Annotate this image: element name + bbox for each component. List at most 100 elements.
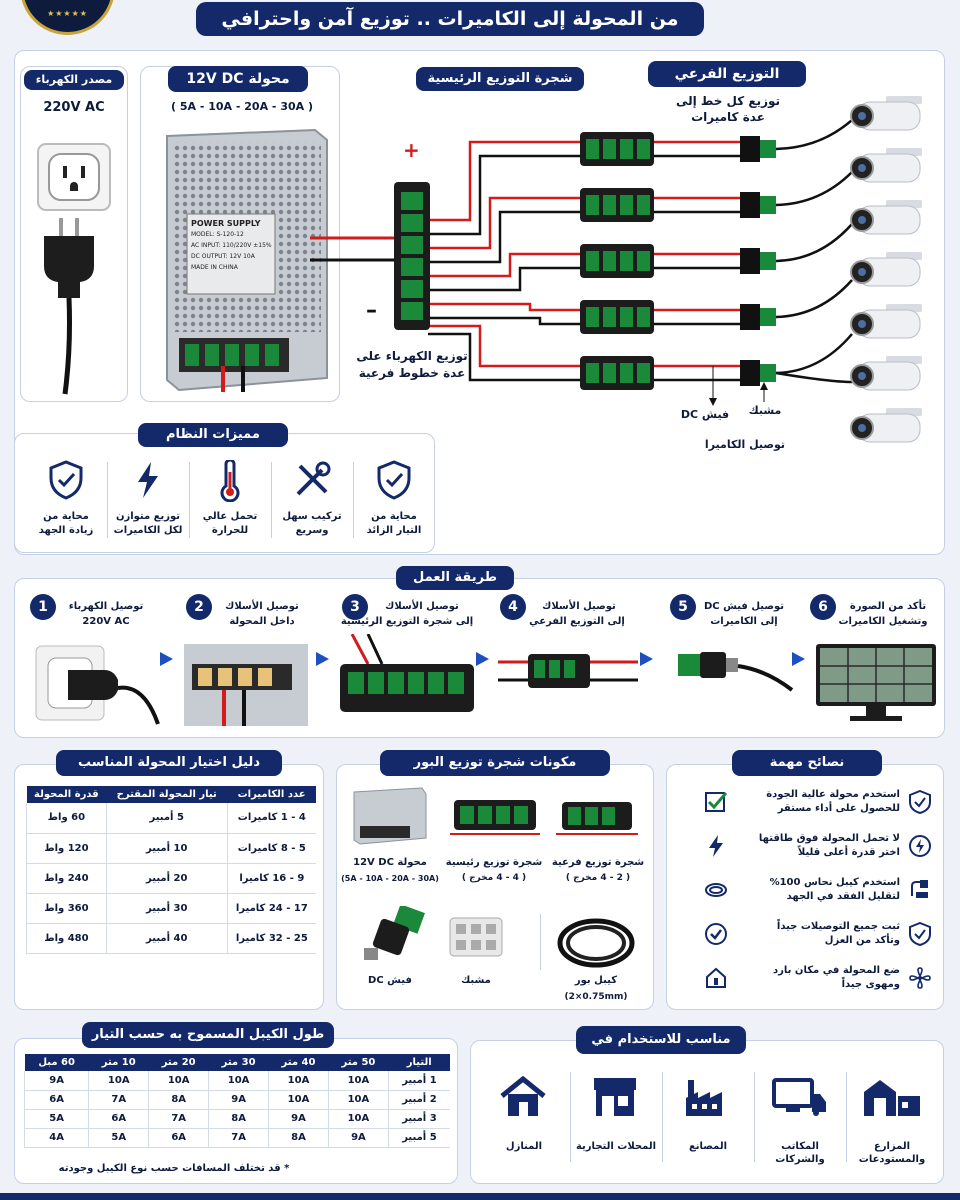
feature-item: تحمل عالي للحرارة: [190, 458, 270, 544]
dc-plug-image: [678, 652, 794, 692]
step-line: داخل المحولة: [229, 616, 295, 627]
component-psu-name: محولة 12V DC: [353, 857, 427, 868]
table-cell: 9 - 16 كاميرا: [226, 863, 316, 894]
table-cell: 10A: [327, 1071, 389, 1091]
table-cell: 5 أمبير: [387, 1128, 450, 1148]
psu-terminals-image: [184, 644, 308, 726]
table-cell: 17 - 24 كاميرا: [226, 893, 316, 924]
table-cell: 8A: [268, 1128, 329, 1148]
component-main-tree-name: شجرة توزيع رئيسية: [445, 857, 543, 868]
cable-header: 30 متر: [208, 1054, 269, 1071]
usage-divider: [662, 1072, 663, 1162]
tip-line: وتأكد من العزل: [824, 935, 900, 946]
psu-label-line: DC OUTPUT: 12V 10A: [191, 253, 255, 260]
component-dc-plug-image: [364, 906, 425, 960]
guide-header: تيار المحولة المقترح: [106, 786, 228, 803]
bottom-bar: [0, 1193, 960, 1200]
usage-item: المكاتب والشركات: [756, 1068, 844, 1174]
step-line: وتشغيل الكاميرات: [838, 616, 928, 627]
cctv-cameras: [850, 96, 923, 443]
psu-ratings: ( 5A - 10A - 20A - 30A ): [170, 100, 314, 113]
main-tree-title: شجرة التوزيع الرئيسية: [416, 67, 584, 91]
table-cell: 10A: [268, 1090, 329, 1110]
tip-line: استخدم كيبل نحاس 100%: [769, 877, 900, 888]
table-cell: 10A: [148, 1071, 209, 1091]
feature-line: زيادة الجهد: [38, 525, 94, 536]
cable-header: 10 متر: [88, 1054, 149, 1071]
branch-caption: توزيع كل خط إلى عدة كاميرات: [668, 93, 788, 125]
table-cell: 8A: [148, 1090, 209, 1110]
cable-header: 40 متر: [268, 1054, 329, 1071]
page-title: من المحولة إلى الكاميرات .. توزيع آمن وا…: [196, 2, 704, 36]
main-tree-caption: توزيع الكهرباء على عدة خطوط فرعية: [352, 348, 472, 382]
features-panel: [14, 433, 435, 553]
component-main-tree-image: [450, 800, 540, 835]
step-number: 6: [810, 594, 836, 620]
component-dc-plug-name: فيش DC: [368, 975, 412, 986]
feature-line: تحمل عالي: [202, 511, 258, 522]
table-cell: 1 أمبير: [387, 1071, 450, 1091]
cable-header: التيار: [388, 1054, 450, 1071]
components-title: مكونات شجرة توزيع البور: [380, 750, 610, 776]
tips-title: نصائح مهمة: [732, 750, 882, 776]
table-cell: 6A: [148, 1128, 209, 1148]
component-cable-spec: (2×0.75mm): [564, 992, 628, 1002]
cable-coil-icon: [705, 883, 727, 897]
table-cell: 240 واط: [26, 863, 107, 894]
dc-plug-callout: فيش DC: [680, 408, 730, 421]
table-cell: 5A: [23, 1109, 89, 1129]
psu-guide-table: عدد الكاميرات تيار المحولة المقترح قدرة …: [26, 786, 316, 954]
tip-line: ثبت جميع التوصيلات جيداً: [776, 921, 900, 932]
step-arrow: [160, 652, 173, 666]
lightning-icon: [138, 462, 158, 498]
store-icon: [594, 1078, 636, 1116]
table-cell: 9A: [268, 1109, 329, 1129]
minus-sign: –: [366, 298, 377, 323]
table-cell: 7A: [88, 1090, 149, 1110]
table-cell: 10 أمبير: [105, 833, 228, 864]
main-tree-caption-line: عدة خطوط فرعية: [358, 366, 466, 380]
features-row: محاية من زيادة الجهد توزيع متوازن لكل ال…: [26, 458, 426, 544]
feature-divider: [189, 462, 190, 538]
usage-item: المصانع: [664, 1068, 752, 1174]
feature-divider: [107, 462, 108, 538]
temperature-house-icon: [706, 967, 726, 988]
tip-line: استخدم محولة عالية الجودة: [766, 789, 900, 800]
tip-item: ثبت جميع التوصيلات جيداً وتأكد من العزل: [676, 916, 940, 956]
step-line: توصيل الأسلاك: [542, 601, 616, 612]
psu-guide-title: دليل اختيار المحولة المناسب: [56, 750, 282, 776]
usage-row: المنازل المحلات التجارية المصانع المكاتب…: [480, 1068, 936, 1174]
feature-line: وسريع: [295, 525, 329, 536]
table-cell: 360 واط: [26, 893, 107, 924]
guide-header: عدد الكاميرات: [227, 786, 316, 803]
lightning-icon: [709, 835, 723, 857]
step-3: 3 توصيل الأسلاك إلى شجرة التوزيع الرئيسي…: [332, 590, 482, 730]
branch-tree-image: [498, 654, 638, 688]
plus-sign: +: [403, 138, 420, 162]
fan-icon: [909, 967, 931, 989]
features-title: مميزات النظام: [138, 423, 288, 447]
step-line: إلى شجرة التوزيع الرئيسية: [340, 616, 474, 627]
component-psu-ratings: (5A - 10A - 20A - 30A): [341, 874, 439, 883]
guide-header: قدرة المحولة: [26, 786, 107, 803]
tip-line: اختر قدرة أعلى قليلاً: [797, 847, 900, 858]
feature-divider: [271, 462, 272, 538]
usage-item: المنازل: [480, 1068, 568, 1174]
feature-item: تركيب سهل وسريع: [272, 458, 352, 544]
table-cell: 9A: [208, 1090, 269, 1110]
step-4: 4 توصيل الأسلاك إلى التوزيع الفرعي: [494, 590, 640, 730]
cable-header: 20 متر: [148, 1054, 209, 1071]
feature-item: محاية من زيادة الجهد: [26, 458, 106, 544]
feature-line: لكل الكاميرات: [113, 525, 183, 536]
power-source-voltage: 220V AC: [43, 100, 105, 115]
wiring-diagram: [310, 120, 853, 406]
psu-label-line: AC INPUT: 110/220V ±15%: [191, 242, 272, 249]
component-clip-image: [449, 917, 503, 957]
feature-line: محاية من: [371, 511, 417, 522]
step-line: توصيل فيش DC: [703, 601, 785, 612]
cable-length-title: طول الكيبل المسموح به حسب التيار: [82, 1022, 334, 1048]
step-1: 1 توصيل الكهرباء 220V AC: [20, 590, 160, 730]
usage-divider: [570, 1072, 571, 1162]
table-cell: 9A: [23, 1071, 89, 1091]
